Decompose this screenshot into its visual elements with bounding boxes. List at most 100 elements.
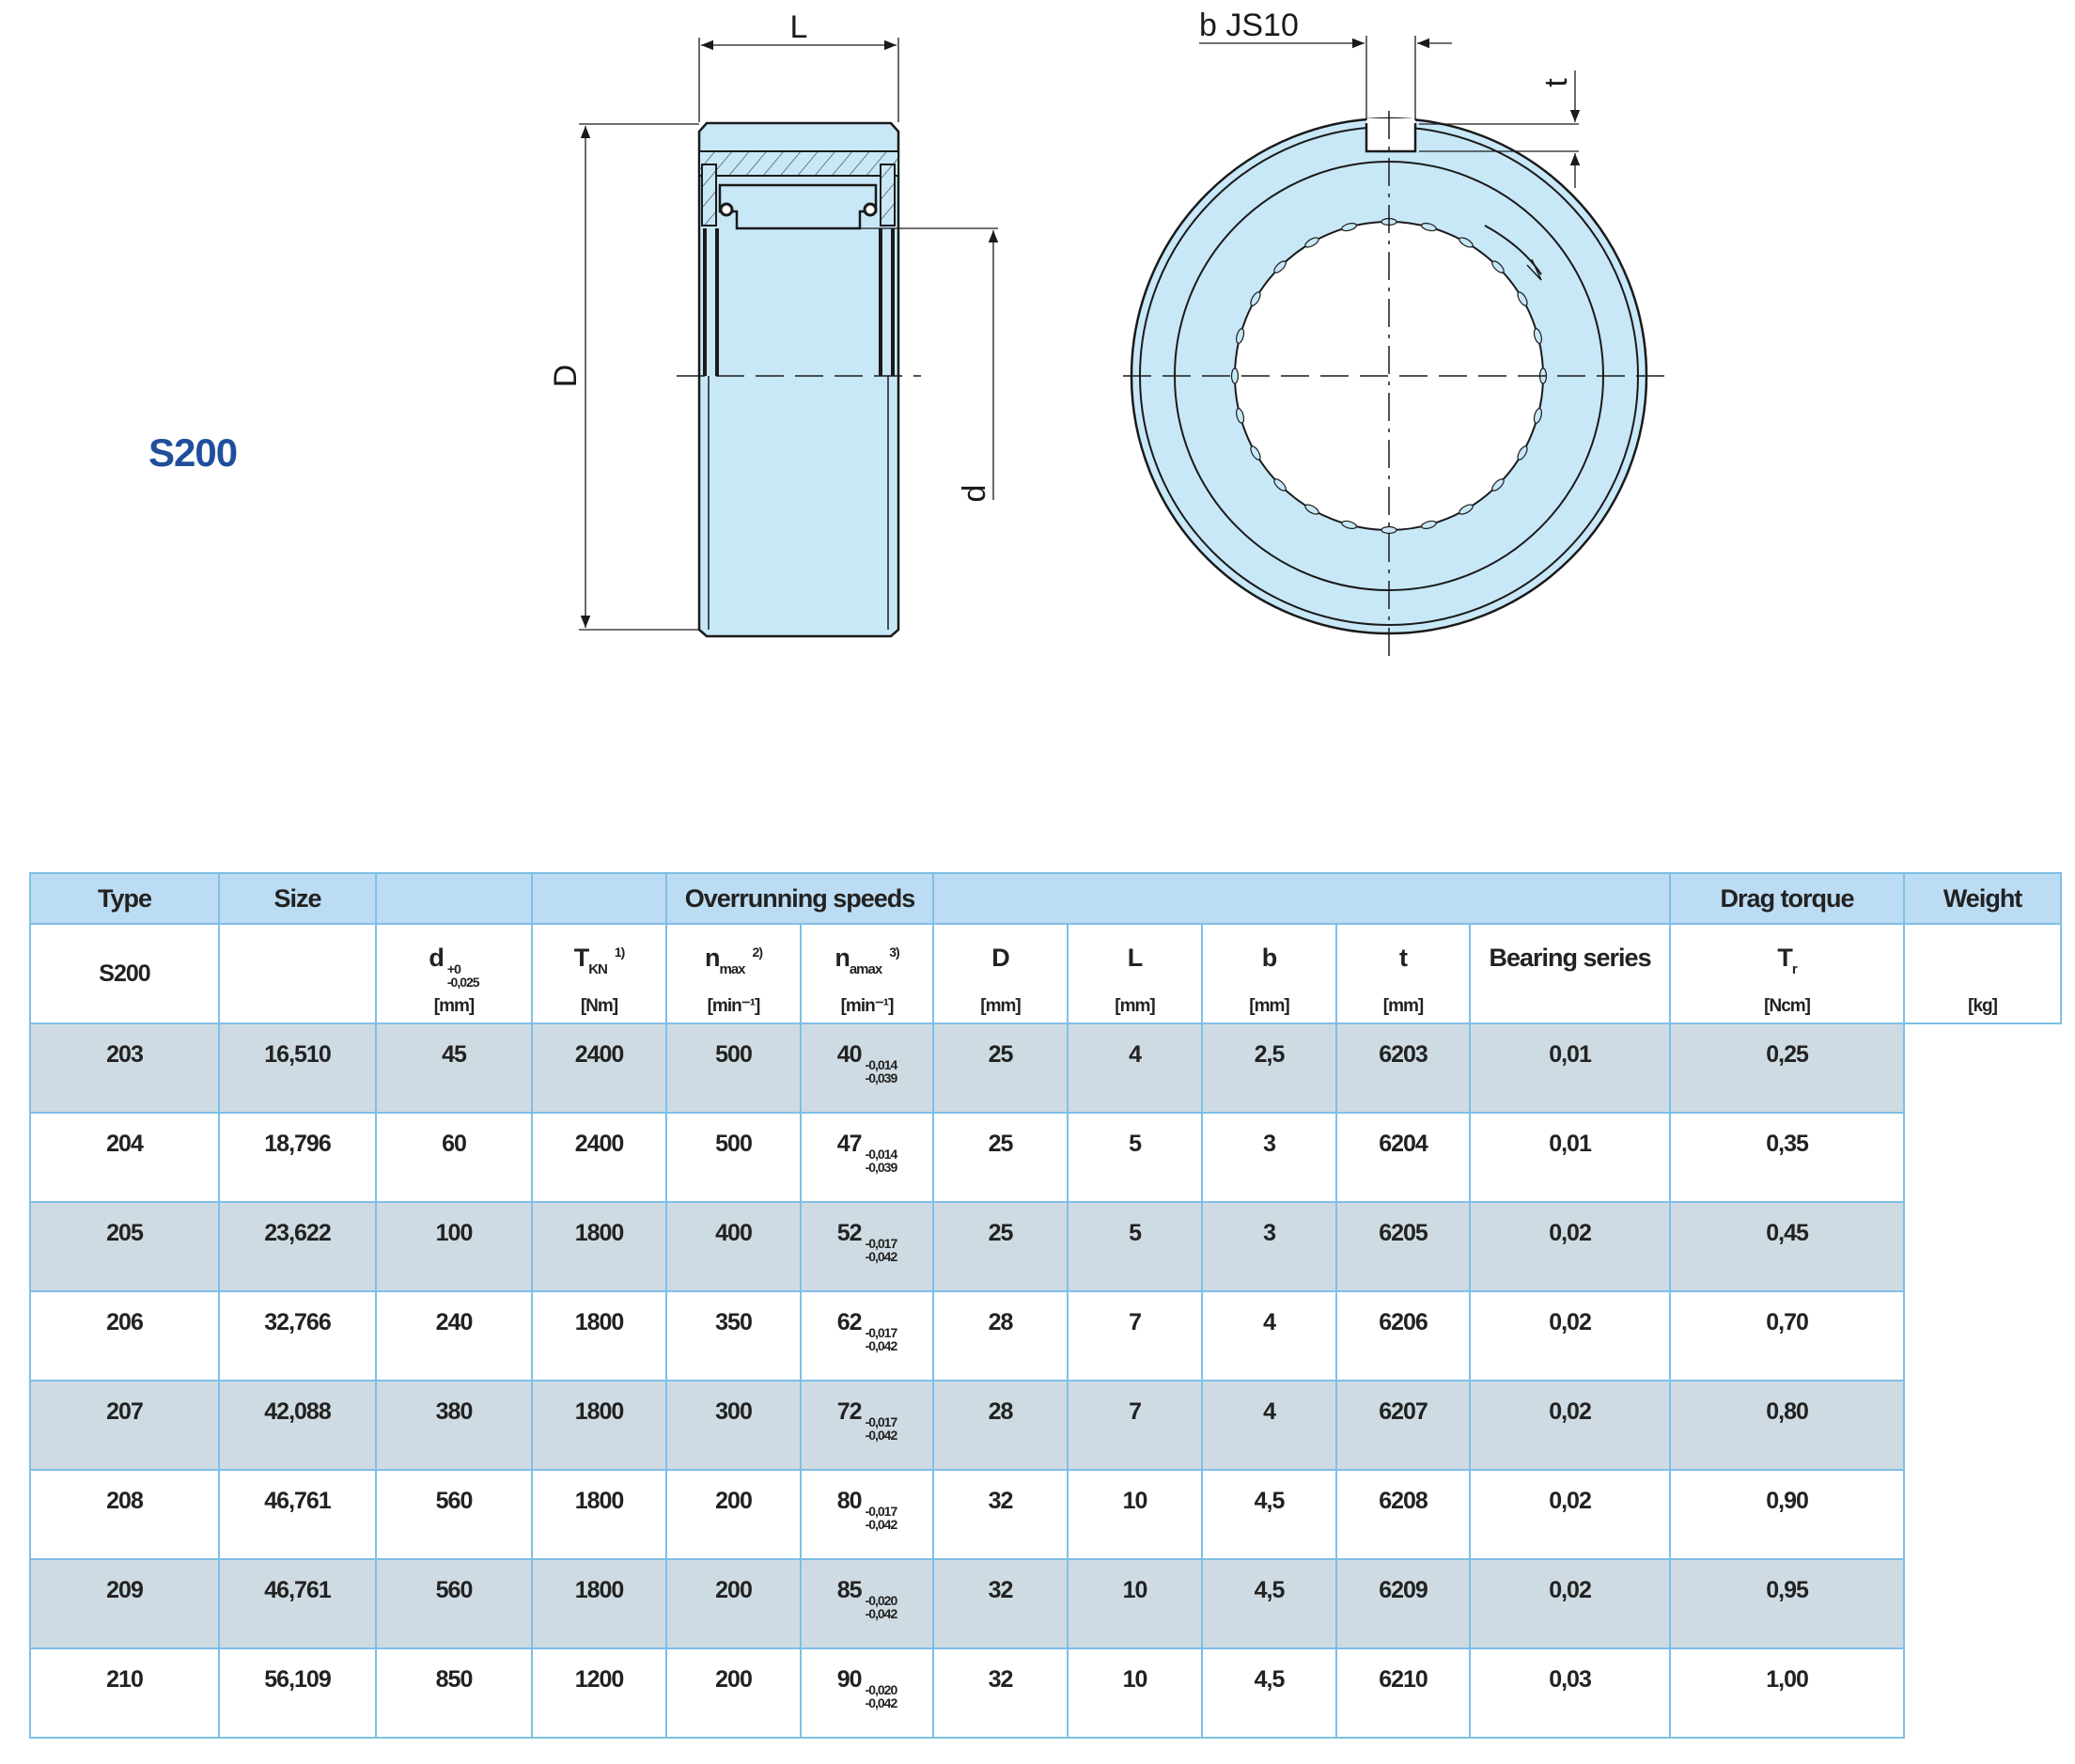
cell-D: 40-0,014-0,039	[799, 1022, 935, 1114]
cell-nmax: 2400	[531, 1022, 667, 1114]
cell-L: 28	[932, 1290, 1069, 1382]
header-type: Type	[29, 872, 220, 925]
type-title: S200	[148, 430, 238, 475]
cell-namax: 300	[665, 1380, 802, 1471]
cell-d: 46,761	[218, 1469, 377, 1560]
roller	[1533, 408, 1542, 424]
front-view	[1123, 36, 1668, 663]
cell-d: 42,088	[218, 1380, 377, 1471]
cell-weight: 0,80	[1669, 1380, 1906, 1471]
dim-label-b: b JS10	[1199, 8, 1299, 43]
cell-bearing: 6210	[1335, 1647, 1472, 1739]
header-weight: Weight	[1903, 872, 2063, 925]
cell-b: 5	[1067, 1112, 1204, 1203]
cell-b: 5	[1067, 1201, 1204, 1292]
cell-tkn: 560	[375, 1558, 533, 1649]
cell-t: 4	[1201, 1290, 1338, 1382]
cell-weight: 0,90	[1669, 1469, 1906, 1560]
cell-t: 4,5	[1201, 1469, 1338, 1560]
cell-size: 207	[29, 1380, 220, 1471]
type-value: S200	[99, 960, 150, 987]
header-overrunning-speeds: Overrunning speeds	[664, 872, 935, 925]
cell-tkn: 850	[375, 1647, 533, 1739]
cell-nmax: 1800	[531, 1469, 667, 1560]
cell-b: 10	[1067, 1558, 1204, 1649]
cell-d: 46,761	[218, 1558, 377, 1649]
cell-weight: 0,35	[1669, 1112, 1906, 1203]
cell-bearing: 6209	[1335, 1558, 1472, 1649]
spec-table: Type Size Overrunning speeds Drag torque…	[29, 872, 2063, 1739]
cell-t: 4,5	[1201, 1558, 1338, 1649]
cell-d: 32,766	[218, 1290, 377, 1382]
roller	[1273, 260, 1287, 273]
cell-t: 3	[1201, 1201, 1338, 1292]
cell-namax: 200	[665, 1647, 802, 1739]
column-header-row: S200 d+0-0,025[mm] TKN1)[Nm] nmax2)[min⁻…	[29, 923, 2063, 1024]
roller	[1304, 504, 1319, 515]
col-namax: namax3)[min⁻¹]	[800, 923, 935, 1024]
col-nmax: nmax2)[min⁻¹]	[665, 923, 802, 1024]
roller	[1236, 408, 1245, 424]
cell-size: 210	[29, 1647, 220, 1739]
roller	[1421, 223, 1437, 232]
cell-nmax: 1800	[531, 1380, 667, 1471]
cell-bearing: 6203	[1335, 1022, 1472, 1114]
cell-weight: 0,70	[1669, 1290, 1906, 1382]
cell-L: 28	[932, 1380, 1069, 1471]
cell-L: 32	[932, 1647, 1069, 1739]
cell-namax: 500	[665, 1112, 802, 1203]
cell-nmax: 2400	[531, 1112, 667, 1203]
cell-d: 16,510	[218, 1022, 377, 1114]
cell-tr: 0,02	[1469, 1558, 1672, 1649]
cell-namax: 200	[665, 1558, 802, 1649]
cell-namax: 500	[665, 1022, 802, 1114]
cell-tkn: 45	[375, 1022, 533, 1114]
dim-label-d: d	[957, 485, 992, 503]
cell-b: 4	[1067, 1022, 1204, 1114]
cell-weight: 0,45	[1669, 1201, 1906, 1292]
cell-tr: 0,03	[1469, 1647, 1672, 1739]
col-size	[218, 923, 377, 1024]
cell-bearing: 6204	[1335, 1112, 1472, 1203]
dim-label-L: L	[790, 9, 808, 45]
roller	[1341, 520, 1357, 529]
cell-t: 3	[1201, 1112, 1338, 1203]
cell-weight: 0,95	[1669, 1558, 1906, 1649]
cell-D: 72-0,017-0,042	[799, 1380, 935, 1471]
col-t: t[mm]	[1335, 923, 1472, 1024]
cell-bearing: 6206	[1335, 1290, 1472, 1382]
cell-D: 52-0,017-0,042	[799, 1201, 935, 1292]
col-weight: [kg]	[1903, 923, 2063, 1024]
roller	[1273, 478, 1287, 492]
cell-size: 205	[29, 1201, 220, 1292]
cell-size: 204	[29, 1112, 220, 1203]
cell-D: 62-0,017-0,042	[799, 1290, 935, 1382]
roller	[1250, 445, 1261, 461]
cell-tkn: 560	[375, 1469, 533, 1560]
cell-tkn: 240	[375, 1290, 533, 1382]
cell-t: 2,5	[1201, 1022, 1338, 1114]
col-D: D[mm]	[932, 923, 1069, 1024]
cell-L: 25	[932, 1201, 1069, 1292]
cell-b: 10	[1067, 1469, 1204, 1560]
col-L: L[mm]	[1067, 923, 1204, 1024]
roller	[1421, 520, 1437, 529]
roller	[1304, 237, 1319, 248]
cell-nmax: 1800	[531, 1290, 667, 1382]
roller	[1491, 260, 1505, 273]
cell-tr: 0,02	[1469, 1380, 1672, 1471]
cell-bearing: 6205	[1335, 1201, 1472, 1292]
roller	[1341, 223, 1357, 232]
cell-L: 32	[932, 1469, 1069, 1560]
cell-b: 10	[1067, 1647, 1204, 1739]
header-drag-torque: Drag torque	[1669, 872, 1906, 925]
cell-namax: 200	[665, 1469, 802, 1560]
cell-size: 203	[29, 1022, 220, 1114]
roller	[1491, 478, 1505, 492]
cell-weight: 0,25	[1669, 1022, 1906, 1114]
